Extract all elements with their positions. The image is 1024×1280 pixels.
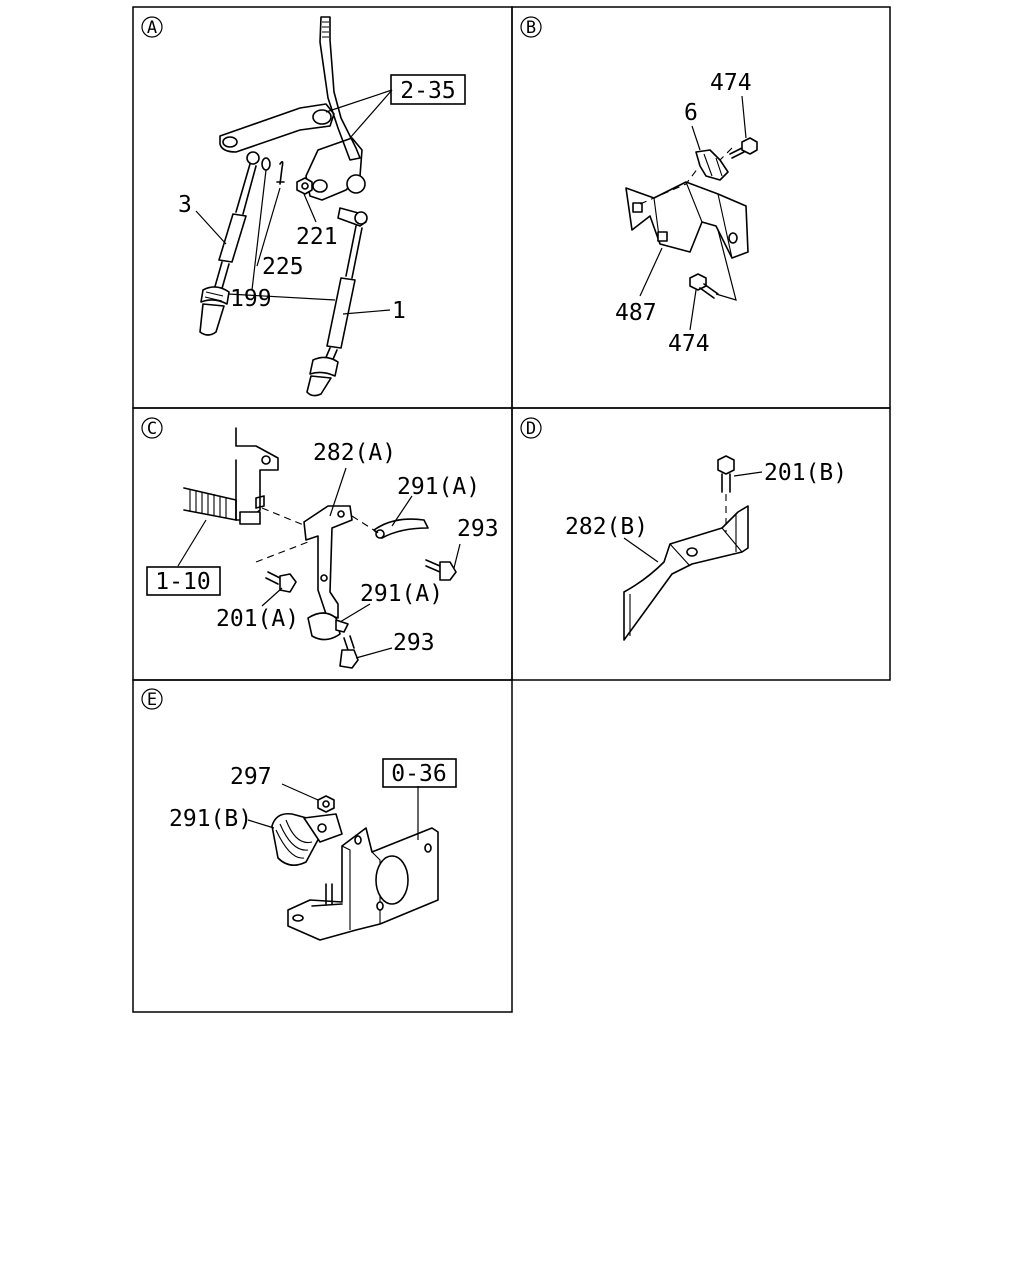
bolt-201a-drawing: [265, 571, 297, 593]
panel-frames: [132, 6, 891, 1013]
leaders-b: [639, 95, 747, 331]
clamp-291b-drawing: [271, 812, 343, 866]
panel-a: A: [141, 16, 466, 397]
part-291a-upper-label: 291(A): [397, 474, 480, 500]
panel-d-badge: D: [520, 417, 542, 439]
panel-e-id: E: [147, 690, 157, 710]
cable-3-drawing: [199, 151, 260, 336]
radiator-drawing: [183, 427, 279, 525]
bracket-282b-drawing: [623, 505, 749, 641]
panel-b-badge: B: [520, 16, 542, 38]
panel-d: D 201(B) 282(B): [520, 417, 847, 641]
panel-c-badge: C: [141, 417, 163, 439]
leaders-d: [623, 471, 763, 563]
part-282a-label: 282(A): [313, 440, 396, 466]
panel-c-id: C: [147, 419, 157, 439]
part-297-label: 297: [230, 764, 272, 790]
shift-lever-drawing: [219, 16, 368, 227]
clip-6-drawing: [695, 149, 729, 181]
panel-b-id: B: [526, 18, 536, 38]
part-201a-label: 201(A): [216, 606, 299, 632]
panel-d-id: D: [526, 419, 536, 439]
part-474-top-label: 474: [710, 70, 752, 96]
bolt-201b-drawing: [717, 455, 735, 493]
panel-a-badge: A: [141, 16, 163, 38]
bolt-474-top-drawing: [729, 137, 758, 159]
part-201b-label: 201(B): [764, 460, 847, 486]
bracket-487-drawing: [625, 181, 749, 259]
ref-2-35: 2-35: [400, 78, 455, 104]
bracket-282a-drawing: [303, 505, 353, 619]
part-225-label: 225: [262, 254, 304, 280]
small-parts-a: [261, 157, 313, 195]
bracket-e-drawing: [287, 827, 439, 941]
part-6-label: 6: [684, 100, 698, 126]
part-199-label: 199: [230, 286, 272, 312]
part-291a-lower-label: 291(A): [360, 581, 443, 607]
part-282b-label: 282(B): [565, 514, 648, 540]
part-1-label: 1: [392, 298, 406, 324]
clamp-291a-lower-drawing: [307, 612, 349, 641]
leaders-e: [247, 783, 419, 840]
part-291b-label: 291(B): [169, 806, 252, 832]
leaders-a: [195, 89, 393, 315]
clamp-291a-upper-drawing: [373, 518, 429, 539]
panel-e: E 297 0-36: [141, 688, 457, 941]
panel-e-badge: E: [141, 688, 163, 710]
leaders-c: [177, 467, 461, 659]
part-3-label: 3: [178, 192, 192, 218]
part-293-upper-label: 293: [457, 516, 499, 542]
panel-a-id: A: [147, 18, 157, 38]
part-474-bottom-label: 474: [668, 331, 710, 357]
bolt-293-upper-drawing: [425, 559, 457, 581]
bolt-293-lower-drawing: [339, 635, 359, 669]
part-487-label: 487: [615, 300, 657, 326]
ref-0-36: 0-36: [391, 761, 446, 787]
nut-297-drawing: [317, 795, 335, 813]
bolt-474-bottom-drawing: [689, 273, 719, 299]
cable-1-drawing: [306, 225, 363, 397]
panel-b: B 474: [520, 16, 758, 357]
part-221-label: 221: [296, 224, 338, 250]
panel-c: C: [141, 417, 499, 669]
part-293-lower-label: 293: [393, 630, 435, 656]
ref-1-10: 1-10: [155, 569, 210, 595]
